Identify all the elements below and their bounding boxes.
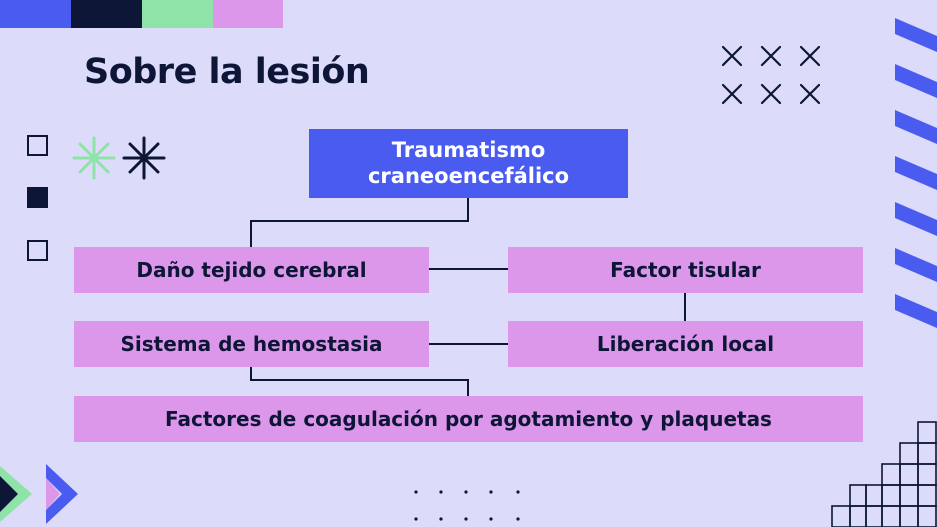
node-liberacion: Liberación local	[508, 321, 863, 367]
node-dano-label: Daño tejido cerebral	[136, 258, 367, 282]
chevron-right-icon	[46, 464, 78, 524]
connector-sistema-down	[250, 366, 252, 381]
x-mark-icon	[799, 83, 821, 105]
x-mark-icon	[799, 45, 821, 67]
x-mark-icon	[721, 83, 743, 105]
connector-bottom-horizontal	[250, 379, 469, 381]
x-mark-icon	[760, 45, 782, 67]
node-traumatismo: Traumatismo craneoencefálico	[309, 129, 628, 198]
node-traumatismo-label: Traumatismo craneoencefálico	[367, 138, 570, 188]
color-strip	[0, 0, 283, 28]
connector-root-down	[467, 197, 469, 221]
x-mark-icon-grid	[721, 45, 821, 105]
connector-dano-factor	[428, 268, 508, 270]
strip-mint	[142, 0, 213, 28]
stripe-pattern	[895, 18, 937, 328]
asterisk-icon-navy	[122, 136, 166, 180]
chevron-right-icon	[0, 476, 18, 512]
grid-pattern	[831, 421, 937, 527]
node-factor-tisular: Factor tisular	[508, 247, 863, 293]
checkbox-outline-icon	[27, 240, 48, 261]
connector-to-dano	[250, 220, 252, 247]
node-liberacion-label: Liberación local	[596, 332, 775, 356]
strip-pink	[213, 0, 283, 28]
dot-grid	[414, 490, 520, 521]
checkbox-filled-icon	[27, 187, 48, 208]
checkbox-outline-icon	[27, 135, 48, 156]
x-mark-icon	[721, 45, 743, 67]
node-factor-label: Factor tisular	[610, 258, 761, 282]
connector-root-horizontal	[250, 220, 469, 222]
x-mark-icon	[760, 83, 782, 105]
strip-blue	[0, 0, 71, 28]
asterisk-icon-mint	[72, 136, 116, 180]
connector-factor-liberacion	[684, 292, 686, 321]
node-sistema: Sistema de hemostasia	[74, 321, 429, 367]
chevron-right-icon-group	[0, 464, 78, 524]
strip-navy	[71, 0, 142, 28]
page-title: Sobre la lesión	[84, 52, 370, 92]
connector-liberacion-sistema	[428, 343, 508, 345]
node-dano: Daño tejido cerebral	[74, 247, 429, 293]
node-factores: Factores de coagulación por agotamiento …	[74, 396, 863, 442]
connector-to-factores	[467, 379, 469, 396]
node-factores-label: Factores de coagulación por agotamiento …	[165, 407, 772, 431]
node-sistema-label: Sistema de hemostasia	[120, 332, 383, 356]
